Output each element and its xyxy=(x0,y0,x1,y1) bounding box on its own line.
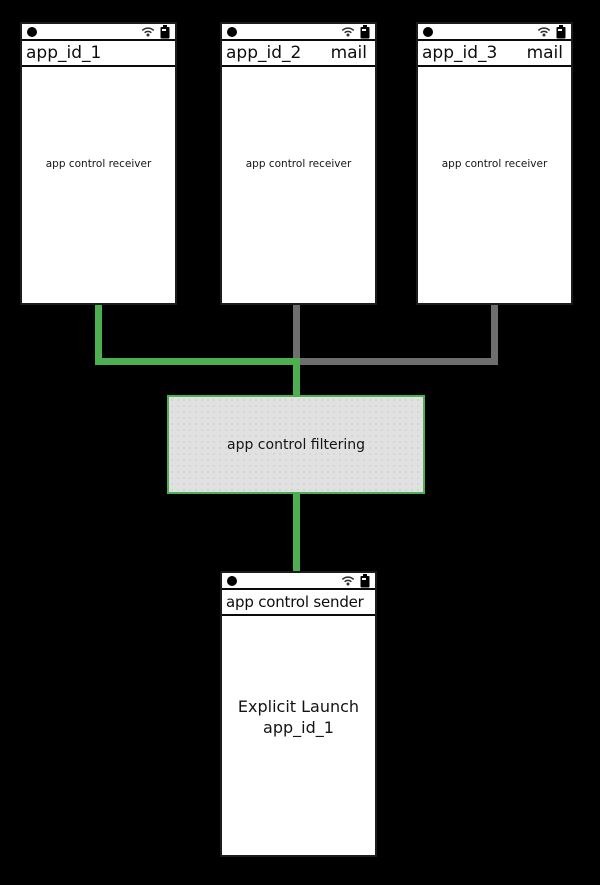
app-control-filtering-box: app control filtering xyxy=(167,395,425,494)
title-bar: app_id_1 xyxy=(22,41,175,67)
sender-label: Explicit Launch app_id_1 xyxy=(238,696,359,738)
wifi-icon xyxy=(341,575,355,586)
connector-green-filter-to-sender xyxy=(293,492,300,571)
phone-app-control-sender: app control sender Explicit Launch app_i… xyxy=(220,571,377,857)
connector-green-horizontal xyxy=(95,358,300,365)
receiver-label: app control receiver xyxy=(245,158,352,170)
connector-gray-phone2-vertical xyxy=(293,305,300,365)
status-bar xyxy=(418,24,571,41)
status-bar xyxy=(22,24,175,41)
app-title: app_id_1 xyxy=(26,43,102,63)
camera-dot-icon xyxy=(227,575,237,586)
battery-icon xyxy=(556,24,566,39)
phone-body: app control receiver xyxy=(22,67,175,303)
sender-label-line2: app_id_1 xyxy=(263,717,334,737)
camera-dot-icon xyxy=(27,26,37,37)
wifi-icon xyxy=(141,26,155,37)
phone-app-id-1: app_id_1 app control receiver xyxy=(20,22,177,305)
title-bar: app_id_3 mail xyxy=(418,41,571,67)
app-title: app_id_3 xyxy=(422,43,498,63)
phone-body: app control receiver xyxy=(418,67,571,303)
wifi-icon xyxy=(341,26,355,37)
battery-icon xyxy=(160,24,170,39)
camera-dot-icon xyxy=(423,26,433,37)
status-bar xyxy=(222,573,375,590)
app-title: app_id_2 xyxy=(226,43,302,63)
receiver-label: app control receiver xyxy=(45,158,152,170)
filter-box-label: app control filtering xyxy=(227,436,365,453)
phone-body: Explicit Launch app_id_1 xyxy=(222,616,375,855)
battery-icon xyxy=(360,24,370,39)
connector-green-phone1-vertical xyxy=(95,305,102,365)
sender-label-line1: Explicit Launch xyxy=(237,696,360,716)
phone-body: app control receiver xyxy=(222,67,375,303)
mail-badge: mail xyxy=(526,43,563,63)
title-bar: app_id_2 mail xyxy=(222,41,375,67)
wifi-icon xyxy=(537,26,551,37)
connector-gray-phone3-vertical xyxy=(491,305,498,365)
phone-app-id-3: app_id_3 mail app control receiver xyxy=(416,22,573,305)
phone-app-id-2: app_id_2 mail app control receiver xyxy=(220,22,377,305)
title-bar: app control sender xyxy=(222,590,375,616)
camera-dot-icon xyxy=(227,26,237,37)
app-title: app control sender xyxy=(226,593,364,611)
connector-gray-horizontal xyxy=(297,358,498,365)
status-bar xyxy=(222,24,375,41)
battery-icon xyxy=(360,573,370,588)
connector-green-to-filter xyxy=(293,358,300,397)
receiver-label: app control receiver xyxy=(441,158,548,170)
mail-badge: mail xyxy=(330,43,367,63)
